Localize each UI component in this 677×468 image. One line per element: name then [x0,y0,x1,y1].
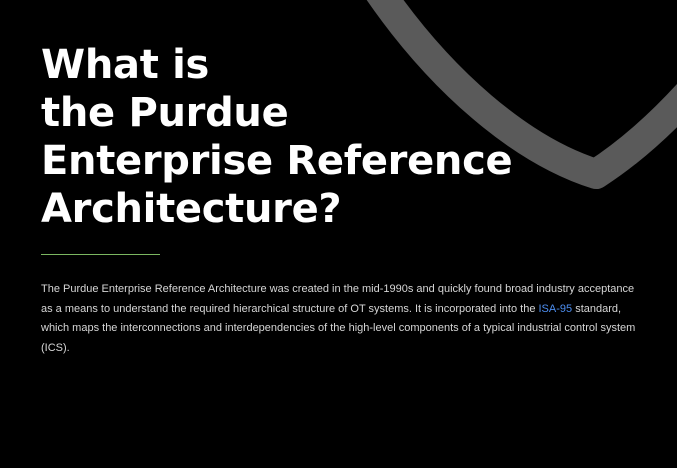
intro-text-end: standard, which maps the interconnection… [41,302,636,354]
isa-95-link[interactable]: ISA-95 [538,302,573,315]
title-line-1: What is [41,42,210,88]
title-line-4: Architecture? [41,186,342,232]
page-title: What is the Purdue Enterprise Reference … [41,41,513,233]
intro-paragraph: The Purdue Enterprise Reference Architec… [41,280,641,358]
title-divider [41,254,160,255]
title-line-3: Enterprise Reference [41,138,513,184]
title-line-2: the Purdue [41,90,289,136]
intro-text-start: The Purdue Enterprise Reference Architec… [41,283,635,315]
